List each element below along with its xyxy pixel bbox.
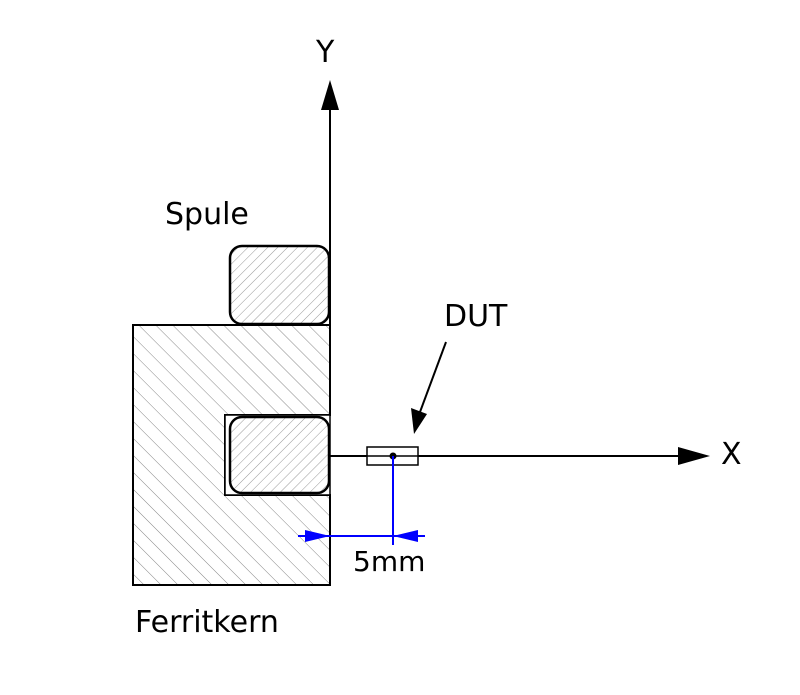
core-label: Ferritkern — [135, 605, 279, 640]
y-axis-label: Y — [316, 35, 335, 70]
coil-lower — [228, 415, 331, 495]
dut-leader-arrow-icon — [411, 408, 427, 434]
y-axis-arrow-icon — [321, 80, 339, 110]
x-axis-arrow-icon — [678, 447, 710, 465]
coil-label: Spule — [165, 197, 249, 232]
dimension-arrow-right-icon — [393, 530, 418, 542]
dimension-arrow-left-icon — [305, 530, 330, 542]
coil-upper — [228, 244, 331, 326]
dut-label: DUT — [444, 299, 508, 334]
distance-label: 5mm — [353, 545, 426, 578]
x-axis-label: X — [721, 437, 742, 472]
dut-leader-line — [419, 341, 447, 413]
